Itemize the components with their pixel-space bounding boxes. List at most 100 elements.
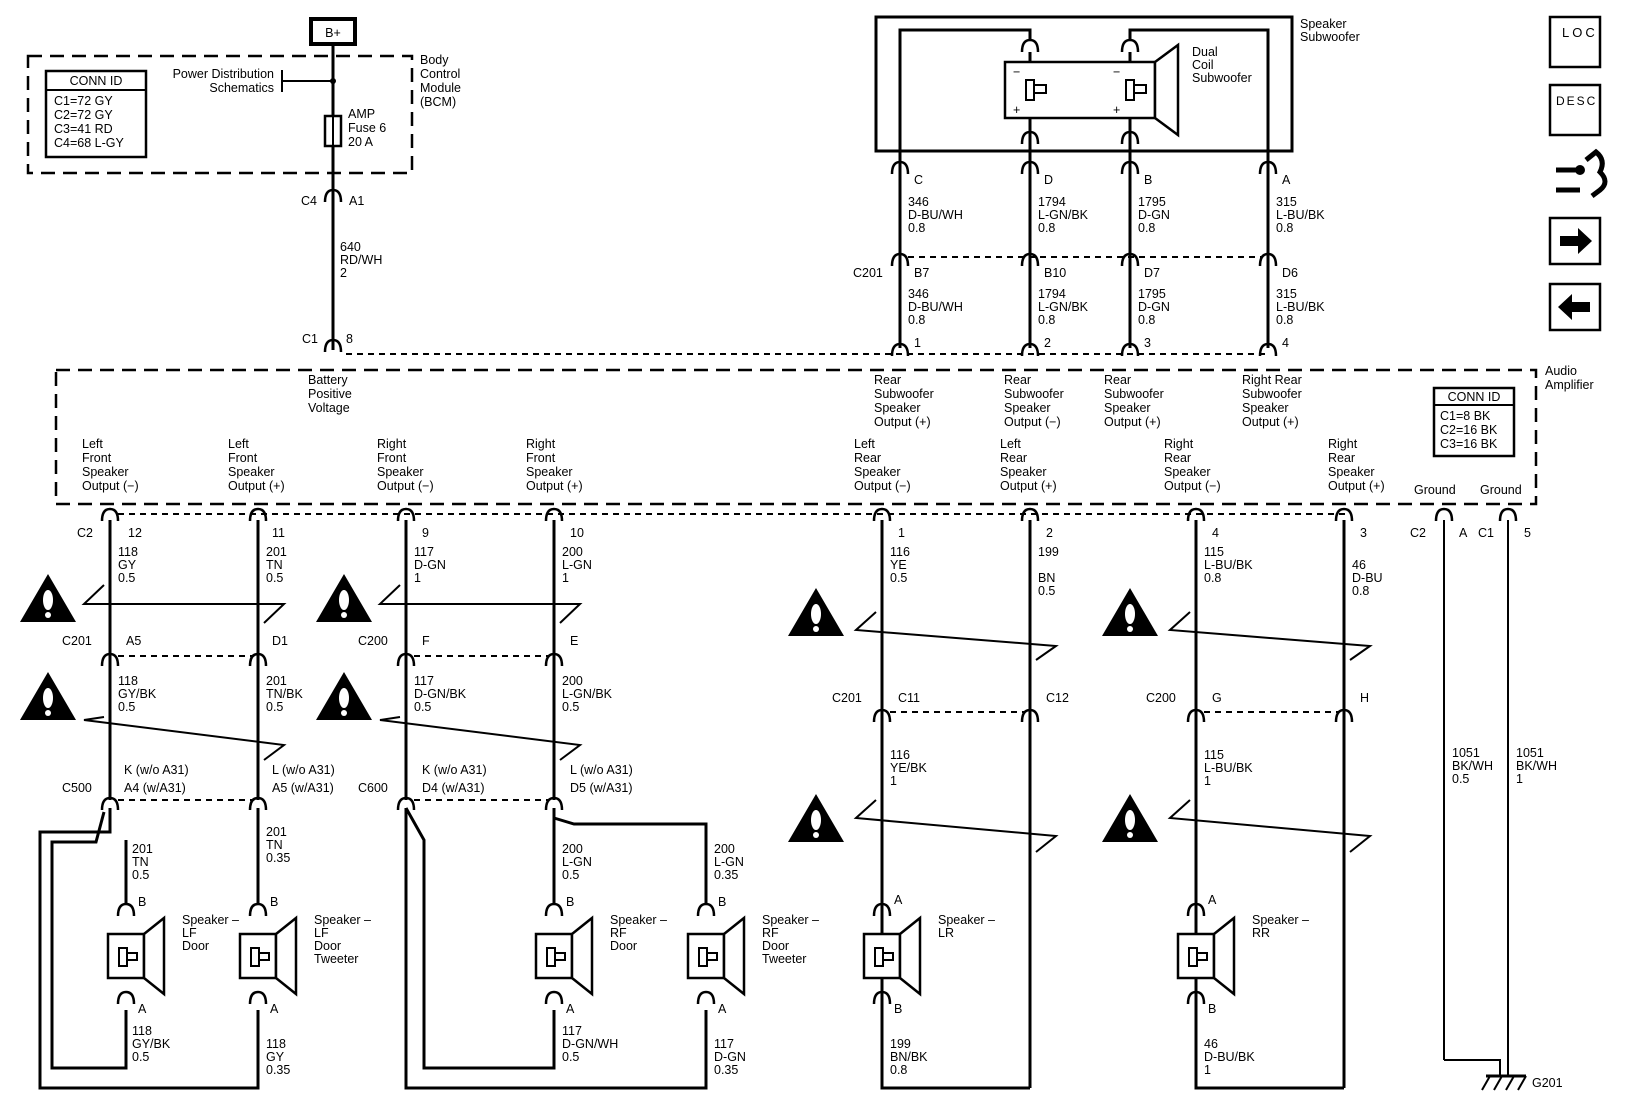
connector-view-icon[interactable] bbox=[1556, 148, 1608, 198]
svg-text:Body: Body bbox=[420, 53, 449, 67]
svg-text:1: 1 bbox=[898, 526, 905, 540]
svg-text:L-BU/BK: L-BU/BK bbox=[1204, 761, 1253, 775]
svg-text:D-BU/WH: D-BU/WH bbox=[908, 300, 963, 314]
svg-text:118: 118 bbox=[118, 674, 138, 688]
svg-text:C3=16 BK: C3=16 BK bbox=[1440, 437, 1498, 451]
svg-text:B7: B7 bbox=[914, 266, 929, 280]
svg-text:AMP: AMP bbox=[348, 107, 375, 121]
svg-text:Schematics: Schematics bbox=[209, 81, 274, 95]
loc-button[interactable]: LOC bbox=[1548, 15, 1602, 69]
svg-text:0.35: 0.35 bbox=[714, 1063, 738, 1077]
power-distribution-ref: Power Distribution Schematics bbox=[173, 67, 336, 95]
svg-text:117: 117 bbox=[714, 1037, 734, 1051]
svg-text:117: 117 bbox=[414, 545, 434, 559]
svg-text:Battery: Battery bbox=[308, 373, 348, 387]
svg-text:D-BU: D-BU bbox=[1352, 571, 1383, 585]
svg-text:Amplifier: Amplifier bbox=[1545, 378, 1594, 392]
svg-text:Speaker –: Speaker – bbox=[762, 913, 819, 927]
svg-text:Output (+): Output (+) bbox=[1104, 415, 1161, 429]
inline-connectors-rear: C201 C11 C12 C200 G H bbox=[832, 691, 1369, 724]
svg-text:Subwoofer: Subwoofer bbox=[1104, 387, 1164, 401]
svg-text:0.5: 0.5 bbox=[118, 571, 135, 585]
output-lr-plus-label: Left Rear Speaker Output (+) bbox=[1000, 437, 1057, 493]
svg-text:Speaker: Speaker bbox=[1004, 401, 1051, 415]
mid-wire-labels: 118 GY/BK 0.5 201 TN/BK 0.5 117 D-GN/BK … bbox=[118, 674, 613, 714]
subwoofer-internal-wiring bbox=[898, 28, 1270, 162]
svg-text:LR: LR bbox=[938, 926, 954, 940]
svg-text:RF: RF bbox=[610, 926, 627, 940]
output-rf-plus-label: Right Front Speaker Output (+) bbox=[526, 437, 583, 493]
svg-text:115: 115 bbox=[1204, 545, 1224, 559]
svg-text:Coil: Coil bbox=[1192, 58, 1214, 72]
svg-text:GY: GY bbox=[118, 558, 137, 572]
next-page-button[interactable] bbox=[1548, 216, 1602, 266]
output-rf-minus-label: Right Front Speaker Output (−) bbox=[377, 437, 434, 493]
svg-text:Speaker: Speaker bbox=[874, 401, 921, 415]
speaker-lr: A B Speaker – LR bbox=[862, 893, 995, 1016]
svg-text:−: − bbox=[1113, 65, 1120, 79]
svg-text:201: 201 bbox=[266, 545, 287, 559]
door-speaker-wiring bbox=[38, 807, 708, 1090]
svg-text:0.8: 0.8 bbox=[1276, 221, 1293, 235]
speaker-rr: A B Speaker – RR bbox=[1176, 893, 1309, 1016]
a1-label: A1 bbox=[349, 194, 364, 208]
previous-page-button[interactable] bbox=[1548, 282, 1602, 332]
svg-text:LF: LF bbox=[182, 926, 197, 940]
svg-text:D5 (w/A31): D5 (w/A31) bbox=[570, 781, 633, 795]
svg-text:Output (−): Output (−) bbox=[82, 479, 139, 493]
output-rr-minus-label: Right Rear Speaker Output (−) bbox=[1164, 437, 1221, 493]
desc-button[interactable]: DESC bbox=[1548, 83, 1602, 137]
output-rr-plus-label: Right Rear Speaker Output (+) bbox=[1328, 437, 1385, 493]
audio-amplifier-title: Audio Amplifier bbox=[1545, 364, 1594, 392]
warning-icon bbox=[20, 574, 76, 622]
svg-text:0.5: 0.5 bbox=[118, 700, 135, 714]
svg-text:0.8: 0.8 bbox=[1138, 221, 1155, 235]
speaker-rf-tweeter: B A Speaker – RF Door Tweeter bbox=[686, 895, 819, 1016]
svg-text:D-GN: D-GN bbox=[414, 558, 446, 572]
svg-text:RD/WH: RD/WH bbox=[340, 253, 382, 267]
svg-text:201: 201 bbox=[132, 842, 153, 856]
rear-sub-output-1-label: Rear Subwoofer Speaker Output (+) bbox=[874, 373, 934, 429]
svg-text:A5: A5 bbox=[126, 634, 141, 648]
warning-icon bbox=[788, 794, 844, 842]
svg-text:Speaker: Speaker bbox=[82, 465, 129, 479]
svg-text:Control: Control bbox=[420, 67, 460, 81]
svg-text:BN: BN bbox=[1038, 571, 1055, 585]
svg-text:L-GN/BK: L-GN/BK bbox=[1038, 208, 1089, 222]
svg-text:Speaker –: Speaker – bbox=[314, 913, 371, 927]
svg-text:C600: C600 bbox=[358, 781, 388, 795]
subwoofer-title: Speaker Subwoofer bbox=[1300, 17, 1360, 44]
amp-c1-label: C1 bbox=[302, 332, 318, 346]
svg-text:3: 3 bbox=[1360, 526, 1367, 540]
svg-text:Speaker: Speaker bbox=[526, 465, 573, 479]
svg-text:1: 1 bbox=[414, 571, 421, 585]
dual-coil-label: Dual Coil Subwoofer bbox=[1192, 45, 1252, 85]
svg-text:A: A bbox=[1208, 893, 1217, 907]
speaker-icon bbox=[106, 916, 166, 996]
svg-text:A: A bbox=[138, 1002, 147, 1016]
fuse-label: AMP Fuse 6 20 A bbox=[348, 107, 386, 149]
output-lf-plus-label: Left Front Speaker Output (+) bbox=[228, 437, 285, 493]
svg-text:Rear: Rear bbox=[854, 451, 881, 465]
svg-text:Tweeter: Tweeter bbox=[762, 952, 806, 966]
svg-text:Speaker –: Speaker – bbox=[182, 913, 239, 927]
svg-text:1: 1 bbox=[1516, 772, 1523, 786]
svg-text:C500: C500 bbox=[62, 781, 92, 795]
svg-text:315: 315 bbox=[1276, 287, 1297, 301]
svg-text:1794: 1794 bbox=[1038, 287, 1066, 301]
svg-text:Left: Left bbox=[854, 437, 875, 451]
svg-text:0.8: 0.8 bbox=[1038, 221, 1055, 235]
ground-g201-icon: G201 bbox=[1444, 1059, 1563, 1091]
svg-text:Positive: Positive bbox=[308, 387, 352, 401]
svg-text:Output (+): Output (+) bbox=[228, 479, 285, 493]
svg-text:0.8: 0.8 bbox=[908, 221, 925, 235]
svg-text:Door: Door bbox=[182, 939, 209, 953]
svg-text:C: C bbox=[914, 173, 923, 187]
svg-text:C200: C200 bbox=[1146, 691, 1176, 705]
svg-text:Output (+): Output (+) bbox=[874, 415, 931, 429]
svg-text:Rear: Rear bbox=[1104, 373, 1131, 387]
svg-text:0.8: 0.8 bbox=[1276, 313, 1293, 327]
svg-text:116: 116 bbox=[890, 545, 910, 559]
speaker-top-wire-labels: 201 TN 0.5 201 TN 0.35 200 L-GN 0.5 200 … bbox=[132, 825, 744, 882]
svg-text:1: 1 bbox=[562, 571, 569, 585]
